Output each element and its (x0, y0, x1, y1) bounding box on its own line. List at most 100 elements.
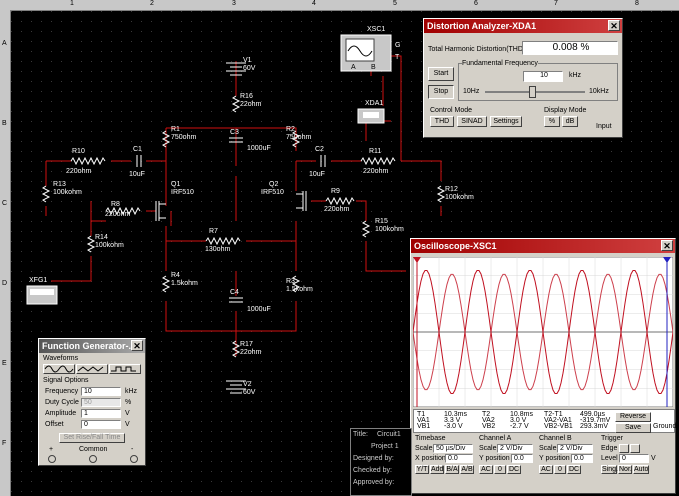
resistor-r4[interactable] (161, 275, 171, 293)
add-button[interactable]: Add (430, 465, 444, 474)
cha-dc-button[interactable]: DC (507, 465, 521, 474)
minus-terminal[interactable] (130, 455, 138, 463)
resistor-r17[interactable] (231, 340, 241, 358)
resistor-r3[interactable] (291, 275, 301, 293)
reverse-button[interactable]: Reverse (615, 412, 651, 422)
close-button[interactable]: ✕ (661, 240, 673, 251)
capacitor-c1[interactable] (136, 155, 142, 167)
chb-zero-button[interactable]: 0 (554, 465, 566, 474)
resistor-r8[interactable] (105, 206, 141, 216)
cha-ac-button[interactable]: AC (479, 465, 493, 474)
square-wave-button[interactable] (109, 364, 141, 374)
ruler-mark: F (2, 440, 7, 447)
r11-label: R11 (369, 148, 381, 155)
channel-b-ypos-input[interactable]: 0.0 (571, 454, 593, 463)
c4-value: 1000uF (247, 306, 271, 313)
mosfet-q1[interactable] (155, 201, 166, 221)
resistor-r7[interactable] (205, 236, 241, 246)
resistor-r11[interactable] (360, 156, 396, 166)
close-button[interactable]: ✕ (608, 20, 620, 31)
scope-screen[interactable] (413, 257, 673, 407)
rising-edge-button[interactable] (619, 444, 629, 453)
va1-label: VA1 (417, 417, 430, 424)
thd-button[interactable]: THD (430, 116, 454, 127)
sinad-button[interactable]: SINAD (457, 116, 487, 127)
triangle-wave-button[interactable] (76, 364, 108, 374)
capacitor-c3[interactable] (229, 137, 243, 143)
capacitor-c4[interactable] (229, 297, 243, 303)
function-generator-titlebar[interactable]: Function Generator-...✕ (39, 339, 145, 353)
chb-scale-label: Scale (539, 445, 557, 452)
duty-cycle-input[interactable]: 50 (81, 398, 121, 407)
chb-ac-button[interactable]: AC (539, 465, 553, 474)
resistor-r10[interactable] (70, 156, 106, 166)
distortion-analyzer-xda1-icon[interactable] (357, 108, 385, 124)
plus-terminal[interactable] (48, 455, 56, 463)
control-mode-label: Control Mode (430, 107, 473, 114)
function-generator-xfg1-icon[interactable] (26, 285, 58, 305)
v1-label: V1 (243, 57, 252, 64)
start-button[interactable]: Start (428, 67, 454, 81)
distortion-analyzer-titlebar[interactable]: Distortion Analyzer-XDA1 ✕ (424, 19, 622, 33)
db-button[interactable]: dB (562, 116, 578, 127)
yt-button[interactable]: Y/T (415, 465, 429, 474)
amplitude-input[interactable]: 1 (81, 409, 121, 418)
normal-button[interactable]: Nor. (618, 465, 632, 474)
frequency-input[interactable]: 10 (81, 387, 121, 396)
oscilloscope-xsc1-icon[interactable] (340, 34, 392, 72)
auto-button[interactable]: Auto (633, 465, 649, 474)
frequency-input[interactable]: 10 (523, 71, 563, 82)
trigger-level-input[interactable]: 0 (619, 454, 649, 463)
single-button[interactable]: Sing. (601, 465, 618, 474)
resistor-r12[interactable] (436, 185, 446, 203)
t1-time: 10.3ms (444, 411, 467, 418)
battery-v1[interactable] (226, 62, 246, 76)
timebase-scale-input[interactable]: 50 µs/Div (433, 444, 473, 453)
save-button[interactable]: Save (615, 423, 651, 433)
stop-button[interactable]: Stop (428, 85, 454, 99)
square-wave-icon (111, 366, 136, 372)
display-mode-label: Display Mode (544, 107, 587, 114)
amplitude-label: Amplitude (45, 410, 77, 417)
resistor-r9[interactable] (325, 196, 355, 206)
mosfet-q2[interactable] (296, 191, 307, 211)
chb-dc-button[interactable]: DC (567, 465, 581, 474)
falling-edge-button[interactable] (630, 444, 640, 453)
resistor-r13[interactable] (41, 185, 51, 203)
ba-button[interactable]: B/A (445, 465, 459, 474)
r10-value: 220ohm (66, 168, 91, 175)
sine-wave-button[interactable] (43, 364, 75, 374)
settings-button[interactable]: Settings (490, 116, 522, 127)
common-terminal[interactable] (89, 455, 97, 463)
cha-zero-button[interactable]: 0 (494, 465, 506, 474)
resistor-r14[interactable] (86, 235, 96, 253)
percent-button[interactable]: % (544, 116, 560, 127)
channel-b-scale-input[interactable]: 2 V/Div (557, 444, 593, 453)
resistor-r1[interactable] (161, 130, 171, 148)
cursor-t2-handle[interactable] (663, 257, 671, 263)
offset-input[interactable]: 0 (81, 420, 121, 429)
r15-value: 100kohm (375, 226, 404, 233)
resistor-r16[interactable] (231, 95, 241, 113)
slider-thumb[interactable] (529, 86, 536, 98)
channel-a-ypos-input[interactable]: 0.0 (511, 454, 533, 463)
x-position-input[interactable]: 0.0 (445, 454, 473, 463)
oscilloscope-titlebar[interactable]: Oscilloscope-XSC1✕ (411, 239, 675, 253)
ab-button[interactable]: A/B (460, 465, 474, 474)
capacitor-c2[interactable] (320, 155, 326, 167)
function-generator-window[interactable]: Function Generator-...✕ Waveforms Signal… (38, 338, 146, 466)
r7-value: 130ohm (205, 246, 230, 253)
set-rise-fall-button[interactable]: Set Rise/Fall Time (59, 433, 125, 443)
t2-va: 3.0 V (510, 417, 527, 424)
channel-a-scale-input[interactable]: 2 V/Div (497, 444, 533, 453)
resistor-r2[interactable] (291, 130, 301, 148)
close-button[interactable]: ✕ (131, 340, 143, 351)
window-title: Distortion Analyzer-XDA1 (427, 21, 537, 31)
resistor-r15[interactable] (361, 220, 371, 238)
edge-label: Edge (601, 445, 618, 452)
cursor-t1-handle[interactable] (413, 257, 421, 263)
chb-ypos-label: Y position (539, 455, 570, 462)
battery-v2[interactable] (226, 380, 246, 394)
distortion-analyzer-window[interactable]: Distortion Analyzer-XDA1✕ Total Harmonic… (423, 18, 623, 138)
oscilloscope-window[interactable]: Oscilloscope-XSC1✕ T1 VA1 VB1 10.3ms 3.3… (410, 238, 676, 494)
